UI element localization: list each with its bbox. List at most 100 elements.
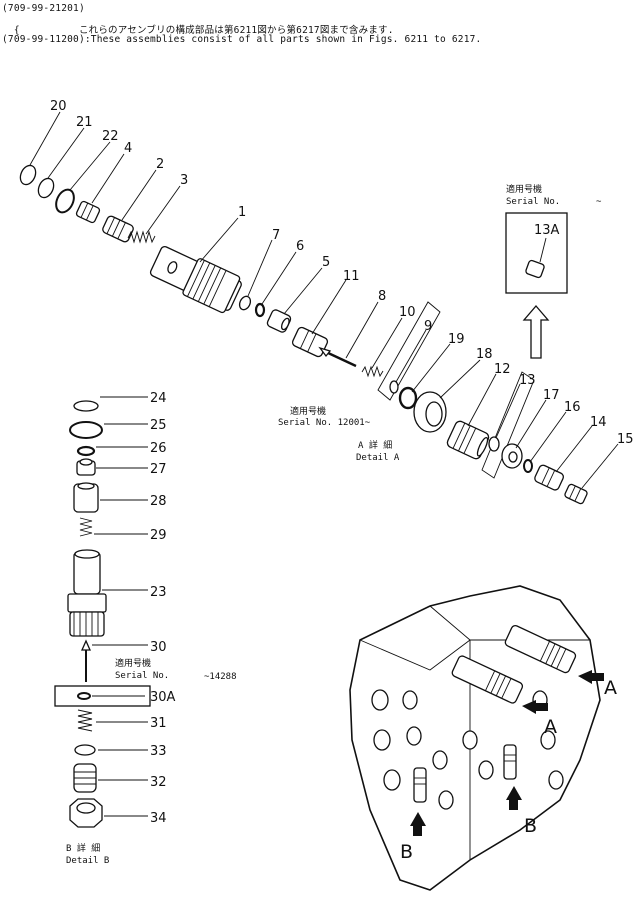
- part-19-ring: [398, 386, 418, 410]
- part-29-spring: [79, 517, 93, 537]
- part-23-body: [67, 549, 107, 637]
- label-26: 26: [150, 441, 167, 456]
- part-33-ring: [74, 744, 96, 756]
- part-32-plug: [73, 763, 97, 793]
- callout-b2: B: [524, 815, 537, 837]
- label-3: 3: [180, 173, 188, 188]
- main-part-numbers: 20 21 22 4 2 3 1 7 6 5 11 8 10: [29, 99, 634, 489]
- label-27: 27: [150, 462, 167, 477]
- label-11: 11: [343, 269, 360, 284]
- header-line-3: (709-99-11200):These assemblies consist …: [2, 34, 482, 45]
- part-28-sleeve: [73, 482, 99, 513]
- arrow-a1-icon: [578, 670, 604, 684]
- label-30a: 30A: [150, 690, 176, 705]
- arrow-a2-icon: [522, 700, 548, 714]
- serial-a-jp: 適用号機: [506, 183, 542, 195]
- label-10: 10: [399, 305, 416, 320]
- label-28: 28: [150, 494, 167, 509]
- part-20-oring: [19, 164, 37, 186]
- label-24: 24: [150, 391, 167, 406]
- label-30: 30: [150, 640, 167, 655]
- label-34: 34: [150, 811, 167, 826]
- detail-a-en: Detail A: [356, 453, 400, 463]
- label-23: 23: [150, 585, 167, 600]
- callout-b1: B: [400, 841, 413, 863]
- label-19: 19: [448, 332, 465, 347]
- detail-a-frame: [505, 212, 568, 294]
- serial-b-val: ~14288: [204, 672, 237, 682]
- callout-a1: A: [604, 677, 617, 699]
- detail-a-serial-box: 適用号機 Serial No. ~ 13A: [505, 183, 602, 359]
- detail-a-jp: A 詳 細: [358, 439, 392, 451]
- arrow-up-icon: [522, 305, 550, 359]
- part-1-valve-body: [149, 245, 242, 314]
- label-15: 15: [617, 432, 634, 447]
- label-25: 25: [150, 418, 167, 433]
- label-8: 8: [378, 289, 386, 304]
- label-17: 17: [543, 388, 560, 403]
- main-exploded-assembly: 20 21 22 4 2 3 1 7 6 5 11 8 10: [19, 99, 634, 505]
- detail-b-assembly: 24 25 26 27 28 29 23 30 適用号機 Serial No. …: [54, 391, 237, 866]
- part-30a-washer: [77, 692, 91, 700]
- label-13a: 13A: [534, 223, 560, 238]
- detail-b-jp: B 詳 細: [66, 842, 100, 854]
- part-13a-plug: [525, 259, 545, 279]
- part-22-oring: [55, 188, 75, 214]
- label-16: 16: [564, 400, 581, 415]
- valve-block-ports: [371, 689, 564, 810]
- callout-a2: A: [544, 716, 557, 738]
- part-8-pin: [318, 346, 357, 368]
- serial-b-en: Serial No.: [115, 671, 169, 681]
- part-6-washer: [254, 302, 266, 318]
- label-1: 1: [238, 205, 246, 220]
- part-30-pin: [80, 639, 92, 682]
- serial-b-jp: 適用号機: [115, 657, 151, 669]
- part-9-bracket: [377, 301, 441, 401]
- part-25-oring: [69, 421, 103, 439]
- arrow-b2-icon: [506, 786, 522, 810]
- label-18: 18: [476, 347, 493, 362]
- part-12-sleeve: [446, 420, 490, 460]
- part-31-spring: [77, 709, 93, 732]
- label-33: 33: [150, 744, 167, 759]
- label-31: 31: [150, 716, 167, 731]
- label-4: 4: [124, 141, 132, 156]
- part-4-plug: [75, 200, 101, 224]
- installed-valve-upper: [504, 624, 577, 674]
- part-14-plug: [534, 464, 565, 491]
- header-line-2: { これらのアセンブリの構成部品は第6211図から第6217図まで含みます.: [2, 25, 394, 36]
- serial-c-en: Serial No. 12001~: [278, 418, 371, 428]
- installed-valve-b-right: [503, 744, 517, 780]
- part-18-nut: [413, 391, 447, 433]
- part-26-ring: [76, 445, 96, 457]
- label-2: 2: [156, 157, 164, 172]
- part-9-ball: [389, 380, 399, 394]
- part-16-ring: [523, 459, 533, 473]
- serial-c-jp: 適用号機: [290, 405, 326, 417]
- label-7: 7: [272, 228, 280, 243]
- label-20: 20: [50, 99, 67, 114]
- part-13-bracket: [481, 371, 535, 479]
- label-6: 6: [296, 239, 304, 254]
- part-24-oring: [73, 400, 99, 412]
- label-22: 22: [102, 129, 119, 144]
- installed-valve-b-left: [413, 767, 427, 803]
- control-valve-block: A A B B: [349, 585, 617, 891]
- label-5: 5: [322, 255, 330, 270]
- arrow-b1-icon: [410, 812, 426, 836]
- part-21-oring: [37, 177, 55, 199]
- label-12: 12: [494, 362, 511, 377]
- label-13: 13: [519, 373, 536, 388]
- part-10-spring: [361, 365, 384, 378]
- part-2-sleeve: [102, 215, 134, 243]
- label-29: 29: [150, 528, 167, 543]
- part-27-nut: [76, 458, 96, 476]
- detail-b-en: Detail B: [66, 856, 109, 866]
- label-9: 9: [424, 319, 432, 334]
- part-34-nut: [69, 798, 103, 828]
- label-14: 14: [590, 415, 607, 430]
- part-5-seat: [266, 309, 292, 333]
- installed-valve-lower: [451, 655, 524, 704]
- serial-a-en: Serial No.: [506, 197, 560, 207]
